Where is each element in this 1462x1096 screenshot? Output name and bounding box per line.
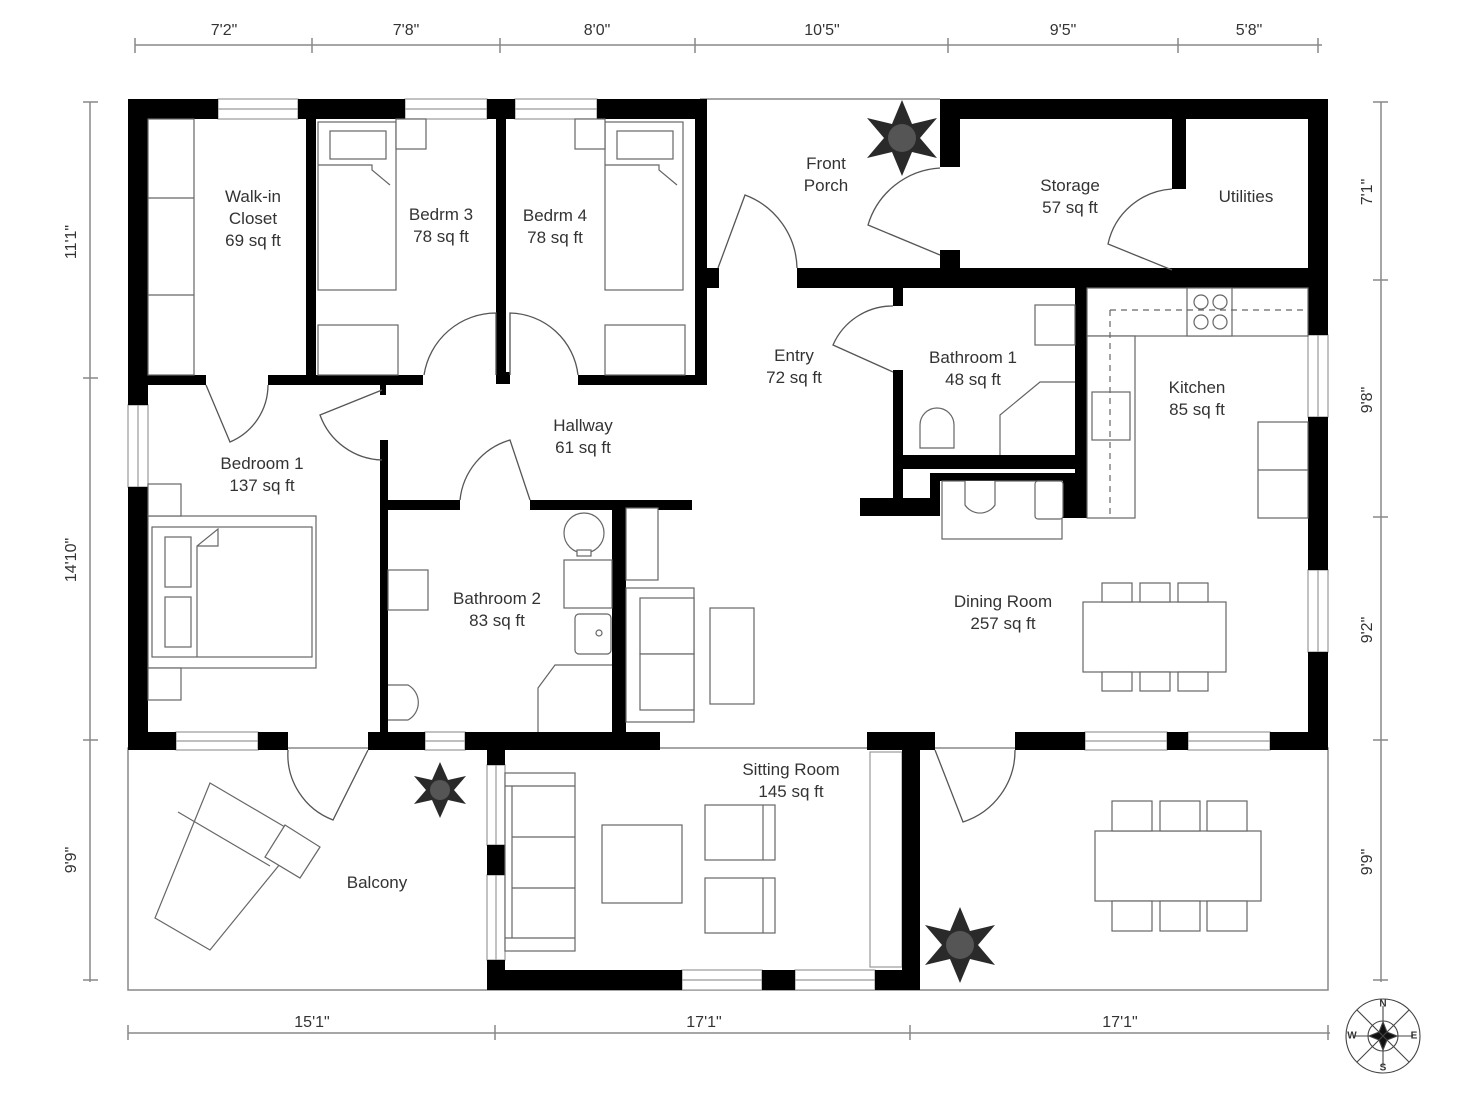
dimension-bottom-1: 15'1" [294, 1014, 330, 1031]
room-name: Kitchen [1168, 378, 1226, 397]
room-label-balcony: Balcony [347, 872, 407, 894]
room-name: Bedrm 3 [408, 205, 474, 224]
room-name: Dining Room [953, 592, 1053, 611]
dimension-right-4: 9'9" [1359, 848, 1376, 876]
dimension-right-3: 9'2" [1359, 616, 1376, 644]
dimension-left-2: 14'10" [63, 537, 80, 583]
dimension-right-1: 7'1" [1359, 178, 1376, 206]
dimension-top-4: 10'5" [804, 22, 840, 39]
room-name: Walk-in [224, 187, 282, 206]
walls [128, 99, 1328, 990]
compass-south: S [1379, 1062, 1387, 1074]
room-name: Sitting Room [742, 760, 840, 779]
dimension-top-3: 8'0" [583, 22, 611, 39]
room-area: 85 sq ft [1169, 400, 1225, 419]
plant-icon [867, 100, 937, 176]
room-area: 57 sq ft [1042, 198, 1098, 217]
room-name: Utilities [1218, 187, 1274, 206]
dimension-top-2: 7'8" [392, 22, 420, 39]
room-area: 137 sq ft [229, 476, 295, 495]
room-area: 48 sq ft [945, 370, 1001, 389]
room-name: Hallway [553, 416, 613, 435]
furniture [147, 118, 1309, 952]
dimension-bottom-3: 17'1" [1102, 1014, 1138, 1031]
dimension-top-6: 5'8" [1235, 22, 1263, 39]
room-label-bedroom-1: Bedroom 1 137 sq ft [220, 453, 303, 497]
dimension-left-1: 11'1" [63, 224, 80, 260]
room-area: 257 sq ft [970, 614, 1036, 633]
dimension-bottom-2: 17'1" [686, 1014, 722, 1031]
room-label-bathroom-1: Bathroom 1 48 sq ft [929, 347, 1017, 391]
windows [127, 98, 1329, 991]
room-area: 78 sq ft [527, 228, 583, 247]
room-name: Entry [774, 346, 814, 365]
room-name: Closet [228, 209, 278, 228]
room-name: Bedroom 1 [220, 454, 304, 473]
room-label-kitchen: Kitchen 85 sq ft [1169, 377, 1226, 421]
plant-icon [925, 907, 995, 983]
room-area: 69 sq ft [225, 231, 281, 250]
compass-rose-icon [1345, 998, 1421, 1074]
dimension-right-2: 9'8" [1359, 386, 1376, 414]
room-label-storage: Storage 57 sq ft [1040, 175, 1100, 219]
room-label-front-porch: Front Porch [804, 153, 848, 197]
dimension-lines [83, 38, 1388, 1040]
room-area: 83 sq ft [469, 611, 525, 630]
room-area: 145 sq ft [758, 782, 824, 801]
dimension-top-5: 9'5" [1049, 22, 1077, 39]
compass-west: W [1347, 1030, 1357, 1042]
room-area: 72 sq ft [766, 368, 822, 387]
room-name: Porch [803, 176, 849, 195]
doors [205, 167, 1173, 823]
room-label-utilities: Utilities [1219, 186, 1274, 208]
room-name: Balcony [346, 873, 408, 892]
room-label-walk-in-closet: Walk-in Closet 69 sq ft [225, 186, 281, 252]
room-label-bedroom-4: Bedrm 4 78 sq ft [523, 205, 587, 249]
room-area: 78 sq ft [413, 227, 469, 246]
room-name: Bathroom 1 [929, 348, 1017, 367]
compass-north: N [1379, 998, 1387, 1010]
room-name: Bathroom 2 [453, 589, 541, 608]
room-label-entry: Entry 72 sq ft [766, 345, 822, 389]
room-name: Storage [1040, 176, 1100, 195]
room-name: Bedrm 4 [522, 206, 588, 225]
room-label-hallway: Hallway 61 sq ft [553, 415, 613, 459]
plant-icons [414, 100, 995, 983]
room-label-bathroom-2: Bathroom 2 83 sq ft [453, 588, 541, 632]
room-label-bedroom-3: Bedrm 3 78 sq ft [409, 204, 473, 248]
room-label-dining-room: Dining Room 257 sq ft [954, 591, 1052, 635]
dimension-top-1: 7'2" [210, 22, 238, 39]
room-area: 61 sq ft [555, 438, 611, 457]
dimension-left-3: 9'9" [63, 846, 80, 874]
room-name: Front [806, 154, 846, 173]
room-label-sitting-room: Sitting Room 145 sq ft [742, 759, 839, 803]
compass-east: E [1410, 1030, 1418, 1042]
plant-icon [414, 762, 466, 818]
